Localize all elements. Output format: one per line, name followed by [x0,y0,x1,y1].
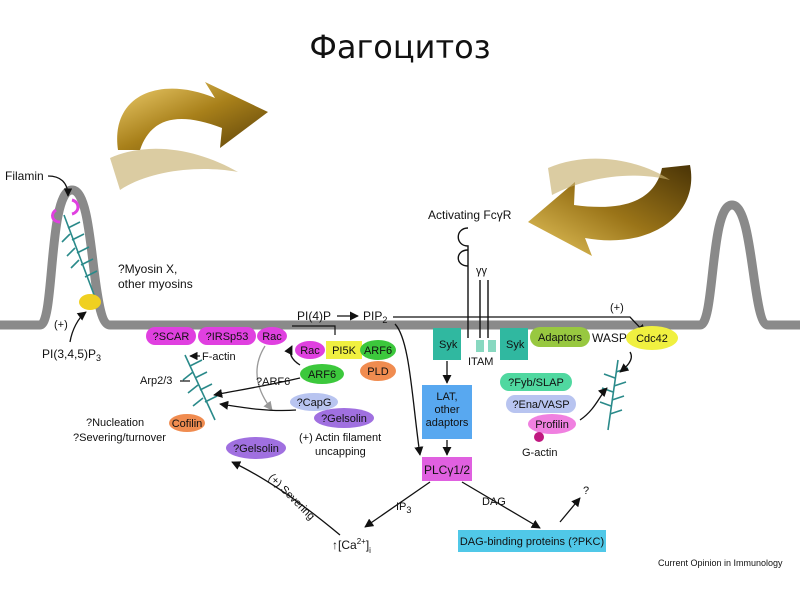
svg-text:DAG-binding proteins (?PKC): DAG-binding proteins (?PKC) [460,536,604,548]
gamma-gamma-label: γγ [476,265,488,277]
actin-uncap-label-1: (+) Actin filament [299,432,381,444]
svg-text:?Fyb/SLAP: ?Fyb/SLAP [508,377,564,389]
svg-text:ARF6: ARF6 [364,345,392,357]
dag-label: DAG [482,496,506,508]
plus-right-label: (+) [610,302,624,314]
activating-fcr-label: Activating FcγR [428,208,512,222]
svg-text:PLD: PLD [367,366,388,378]
cdc42-node [626,326,678,350]
svg-text:?IRSp53: ?IRSp53 [206,331,249,343]
svg-text:Rac: Rac [300,345,320,357]
rac-mid-node [295,341,325,359]
fc-receptor-icon [457,227,489,338]
svg-text:adaptors: adaptors [426,417,469,429]
svg-text:PI5K: PI5K [332,345,357,357]
g-actin-label: G-actin [522,447,557,459]
pi4p-label: PI(4)P [297,309,331,323]
g-actin-icon [534,432,544,442]
svg-text:?CapG: ?CapG [297,397,332,409]
plc-node [422,457,472,481]
gelsolin-left-node [226,437,286,459]
severing-label: (+) Severing [266,472,317,523]
arf6-b-node [300,364,344,384]
nucleation-label: ?Nucleation [86,417,144,429]
gelsolin-mid-node [314,408,374,428]
svg-text:other: other [434,404,459,416]
adaptors-node [530,327,590,347]
pip2-label: PIP2 [363,309,387,325]
profilin-node [528,414,576,434]
actin-filament-right [599,359,629,431]
svg-text:?SCAR: ?SCAR [153,331,190,343]
actin-filament-left [61,214,98,301]
calcium-label: ↑[Ca2+]i [332,537,371,555]
arf6-question-label: ?ARF6 [256,376,290,388]
myosin-icon [79,294,101,310]
svg-text:Profilin: Profilin [535,419,569,431]
scar-node [146,327,196,345]
cell-membrane [0,185,800,330]
svg-text:Rac: Rac [262,331,282,343]
svg-text:Cdc42: Cdc42 [636,333,668,345]
actin-filament-mid [182,354,218,421]
svg-text:LAT,: LAT, [436,391,457,403]
filamin-icon [51,198,80,224]
arp23-label: Arp2/3 [140,375,172,387]
credit-label: Current Opinion in Immunology [658,558,783,568]
svg-text:Adaptors: Adaptors [538,332,583,344]
svg-text:Syk: Syk [439,339,458,351]
myosin-label-2: other myosins [118,277,193,291]
svg-text:ARF6: ARF6 [308,369,336,381]
rac-top-node [257,327,287,345]
plus-left-label: (+) [54,319,68,331]
svg-text:PLCγ1/2: PLCγ1/2 [424,463,470,477]
pip3-label: PI(3,4,5)P3 [42,347,101,363]
wasp-label: WASP [592,331,627,345]
page-title: Фагоцитоз [309,28,491,66]
svg-text:?Ena/VASP: ?Ena/VASP [512,399,569,411]
curved-arrow-right-icon [528,158,692,256]
capg-node [290,393,338,411]
irsp53-node [198,327,256,345]
arf6-a-node [360,340,396,360]
svg-text:?Gelsolin: ?Gelsolin [321,413,367,425]
lat-adaptors-node [422,385,472,439]
svg-text:Cofilin: Cofilin [172,418,203,430]
itam-label: ITAM [468,356,493,368]
pld-node [360,361,396,381]
actin-uncap-label-2: uncapping [315,446,366,458]
filamin-label: Filamin [5,169,44,183]
svg-text:Syk: Syk [506,339,525,351]
ip3-label: IP3 [396,501,411,515]
ena-vasp-node [506,395,576,413]
fyb-slap-node [500,373,572,391]
pi5k-node [326,341,362,359]
curved-arrow-left-icon [110,82,269,190]
cofilin-node [169,414,205,432]
question-label: ? [583,485,589,497]
syk-left-node [433,328,461,360]
severing-turnover-label: ?Severing/turnover [73,432,166,444]
svg-text:?Gelsolin: ?Gelsolin [233,443,279,455]
factin-label: F-actin [202,351,236,363]
dag-binding-node [458,530,606,552]
syk-right-node [500,328,528,360]
myosin-label-1: ?Myosin X, [118,262,177,276]
